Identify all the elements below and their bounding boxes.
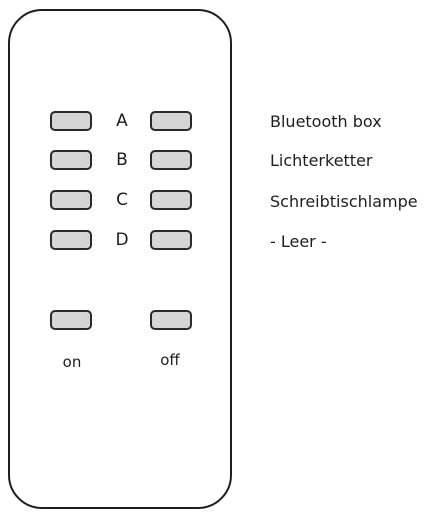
row-label-a: A [116,111,128,131]
master-on-button[interactable] [50,310,92,330]
master-off-button[interactable] [150,310,192,330]
device-label-d: - Leer - [270,232,327,251]
button-c-on[interactable] [50,190,92,210]
device-label-c: Schreibtischlampe [270,192,418,211]
row-label-d: D [115,230,129,250]
button-d-on[interactable] [50,230,92,250]
button-d-off[interactable] [150,230,192,250]
device-label-b: Lichterketter [270,151,373,170]
row-label-c: C [116,190,128,210]
button-a-off[interactable] [150,111,192,131]
button-a-on[interactable] [50,111,92,131]
button-b-on[interactable] [50,150,92,170]
device-label-a: Bluetooth box [270,112,382,131]
row-label-b: B [116,150,128,170]
off-label: off [160,351,180,369]
on-label: on [62,353,82,371]
remote-body [8,9,232,509]
button-b-off[interactable] [150,150,192,170]
button-c-off[interactable] [150,190,192,210]
